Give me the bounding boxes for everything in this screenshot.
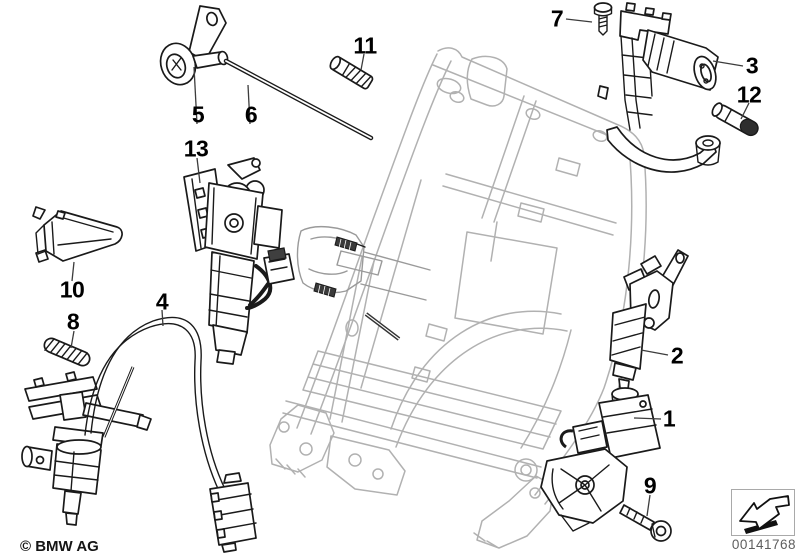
frame-mounting-screws — [313, 236, 401, 341]
callout-12[interactable]: 12 — [736, 81, 762, 108]
seat-backrest-frame-ghost — [269, 47, 647, 549]
callout-10[interactable]: 10 — [59, 276, 85, 303]
copyright-notice: © BMW AG — [20, 538, 99, 555]
callout-3[interactable]: 3 — [745, 52, 759, 79]
callout-6[interactable]: 6 — [244, 101, 258, 128]
part-6-connecting-rod — [223, 58, 374, 141]
part-13-drive-unit — [183, 157, 295, 365]
part-2-spindle-drive — [609, 249, 689, 390]
callout-8[interactable]: 8 — [66, 308, 80, 335]
part-4-motor-cable-assembly — [21, 316, 257, 553]
part-10-rail-bracket — [32, 206, 123, 263]
callout-13[interactable]: 13 — [183, 135, 209, 162]
image-number: 00141768 — [731, 537, 796, 552]
part-12-bolt — [711, 102, 759, 137]
part-8-threaded-stud — [43, 337, 91, 367]
callout-5[interactable]: 5 — [191, 101, 205, 128]
callout-11[interactable]: 11 — [353, 32, 377, 59]
part-1-motor-gearbox — [540, 387, 661, 532]
callout-2[interactable]: 2 — [670, 342, 684, 369]
part-7-screw — [593, 2, 613, 36]
direction-arrow-icon — [739, 495, 790, 534]
part-11-pin — [329, 55, 374, 90]
nav-arrow-box — [731, 489, 795, 536]
part-5-crank-drive — [159, 5, 229, 86]
callout-leader-lines — [70, 18, 750, 517]
callout-9[interactable]: 9 — [643, 472, 657, 499]
part-9-bolt — [619, 504, 672, 542]
part-3-backrest-drive — [597, 2, 721, 173]
callout-4[interactable]: 4 — [155, 288, 169, 315]
callout-7[interactable]: 7 — [550, 5, 564, 32]
callout-1[interactable]: 1 — [662, 405, 676, 432]
